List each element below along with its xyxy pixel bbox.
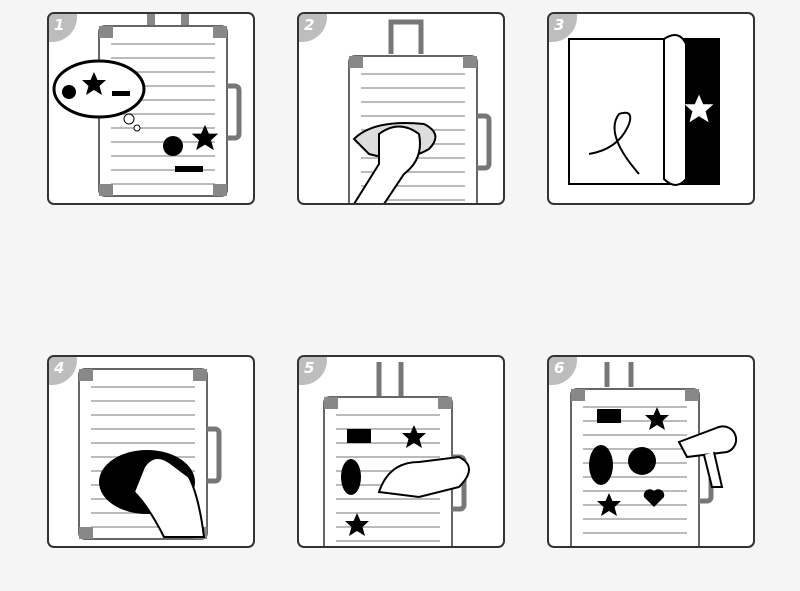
step-panel-2: 2 xyxy=(297,12,505,205)
apply-sticker-illustration xyxy=(49,357,253,546)
hand-icon xyxy=(132,457,206,538)
hair-dryer-icon xyxy=(677,425,738,488)
step-number-badge: 3 xyxy=(549,14,577,42)
step-number-badge: 1 xyxy=(49,14,77,42)
step-panel-5: 5 xyxy=(297,355,505,548)
arrow-icon xyxy=(588,111,640,175)
step-panel-3: 3 xyxy=(547,12,755,205)
thought-cloud-icon xyxy=(52,59,146,119)
heart-icon xyxy=(643,489,665,507)
smooth-sticker-illustration xyxy=(299,362,470,546)
step-panel-4: 4 xyxy=(47,355,255,548)
hand-with-cloth-icon xyxy=(352,122,437,203)
step-panel-6: 6 xyxy=(547,355,755,548)
plan-layout-illustration xyxy=(52,14,253,203)
peel-backing-illustration xyxy=(568,34,720,186)
hand-icon xyxy=(377,455,470,499)
heat-dry-illustration xyxy=(549,362,738,546)
step-panel-1: 1 xyxy=(47,12,255,205)
clean-surface-illustration xyxy=(299,19,503,203)
